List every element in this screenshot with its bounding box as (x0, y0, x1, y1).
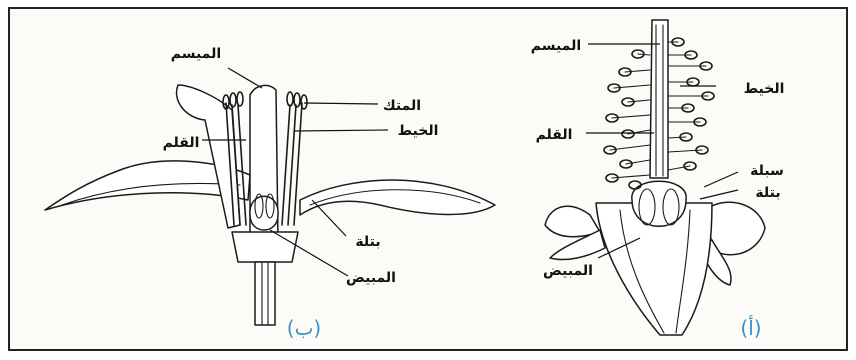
label-b-anther: المتك (383, 98, 421, 114)
label-b-style: القلم (163, 135, 200, 151)
label-a-style: القلم (536, 127, 573, 143)
label-b-ovary: المبيض (346, 270, 396, 286)
label-a-filament: الخيط (744, 81, 785, 97)
label-a-ovary: المبيض (543, 263, 593, 279)
caption-b: (ب) (287, 316, 321, 340)
label-b-filament: الخيط (398, 123, 439, 139)
label-a-stigma: الميسم (531, 38, 581, 54)
label-a-sepal: سبلة (750, 163, 784, 179)
label-b-stigma: الميسم (171, 46, 221, 62)
label-a-petal: بتلة (755, 185, 780, 201)
caption-a: (أ) (740, 315, 761, 340)
label-b-petal: بتلة (355, 234, 380, 250)
